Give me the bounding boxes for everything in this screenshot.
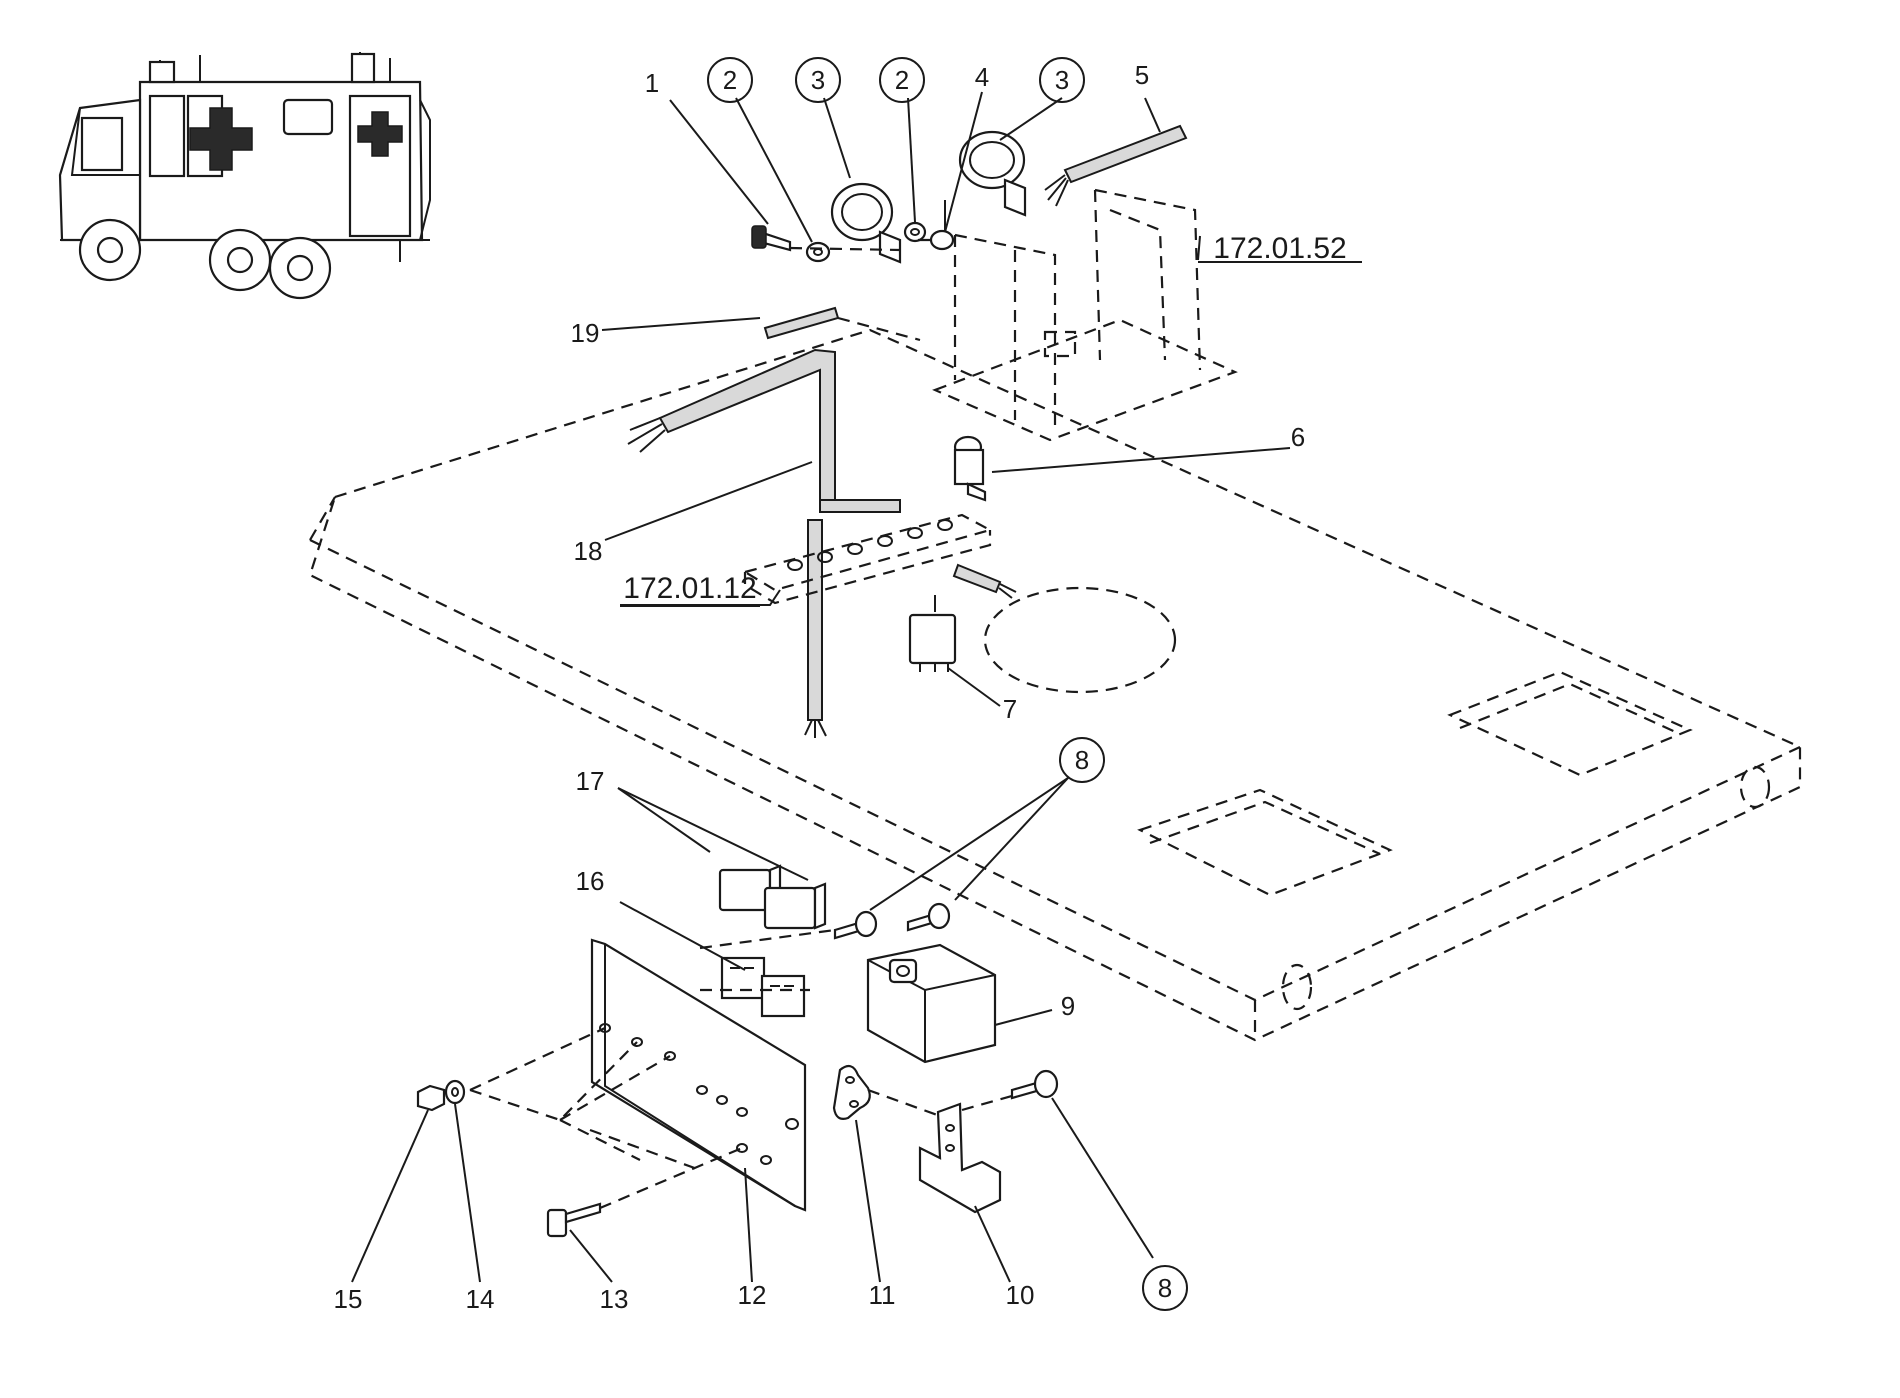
callout-17: 17 — [576, 766, 605, 796]
callout-circle-2b — [879, 57, 925, 103]
callout-3b: 3 — [1055, 65, 1069, 95]
callout-circle-3a — [795, 57, 841, 103]
callout-9: 9 — [1061, 991, 1075, 1021]
screws-part-8-upper — [833, 902, 951, 940]
callout-19: 19 — [571, 318, 600, 348]
callout-2a: 2 — [723, 65, 737, 95]
callout-labels: 1 2 3 2 4 3 5 19 6 18 7 17 8 16 9 15 14 … — [334, 57, 1347, 1314]
reference-code-upper: 172.01.52 — [1213, 232, 1346, 265]
callout-12: 12 — [738, 1280, 767, 1310]
gauge-part-3b — [958, 130, 1027, 217]
mounting-plate-part-12 — [590, 938, 807, 1212]
callout-13: 13 — [600, 1284, 629, 1314]
nut-part-4 — [929, 229, 955, 251]
terminal-block — [742, 513, 993, 605]
callout-circle-3b — [1039, 57, 1085, 103]
mounting-platform-outline — [308, 328, 1802, 1042]
callout-15: 15 — [334, 1284, 363, 1314]
callout-7: 7 — [1003, 694, 1017, 724]
clip-part-11 — [832, 1064, 871, 1120]
relays-part-17 — [718, 864, 827, 930]
bolt-part-1 — [751, 225, 792, 252]
callout-8a: 8 — [1075, 745, 1089, 775]
bolt-part-13 — [546, 1202, 602, 1238]
callout-2b: 2 — [895, 65, 909, 95]
callout-circle-8a — [1059, 737, 1105, 783]
relay-sockets-part-16 — [720, 956, 806, 1018]
callout-18: 18 — [574, 536, 603, 566]
bracket-part-10 — [918, 1102, 1002, 1214]
callout-10: 10 — [1006, 1280, 1035, 1310]
screw-part-8-lower — [1010, 1069, 1059, 1100]
switch-part-6 — [953, 435, 987, 502]
callout-circle-8b — [1142, 1265, 1188, 1311]
callout-11: 11 — [869, 1280, 896, 1310]
callout-16: 16 — [576, 866, 605, 896]
washer-part-2a — [805, 241, 831, 263]
callout-1: 1 — [645, 68, 659, 98]
callout-14: 14 — [466, 1284, 495, 1314]
washer-part-14 — [444, 1079, 466, 1105]
reference-code-terminal-block: 172.01.12 — [623, 572, 756, 605]
callout-circle-2a — [707, 57, 753, 103]
relay-part-7 — [908, 595, 957, 672]
callout-6: 6 — [1291, 422, 1305, 452]
washer-part-2b — [903, 221, 927, 243]
ambulance-vehicle-thumbnail — [58, 52, 431, 300]
gauge-part-3a — [830, 182, 902, 264]
callout-8b: 8 — [1158, 1273, 1172, 1303]
callout-5: 5 — [1135, 60, 1149, 90]
upper-bracket-assembly — [932, 188, 1238, 442]
flasher-unit-part-9 — [866, 943, 997, 1064]
callout-4: 4 — [975, 62, 989, 92]
wire-part-19 — [763, 306, 921, 342]
wiring-harness-part-18 — [627, 348, 1017, 738]
cable-part-5 — [1044, 124, 1188, 207]
callout-3a: 3 — [811, 65, 825, 95]
nut-part-15 — [416, 1084, 446, 1112]
